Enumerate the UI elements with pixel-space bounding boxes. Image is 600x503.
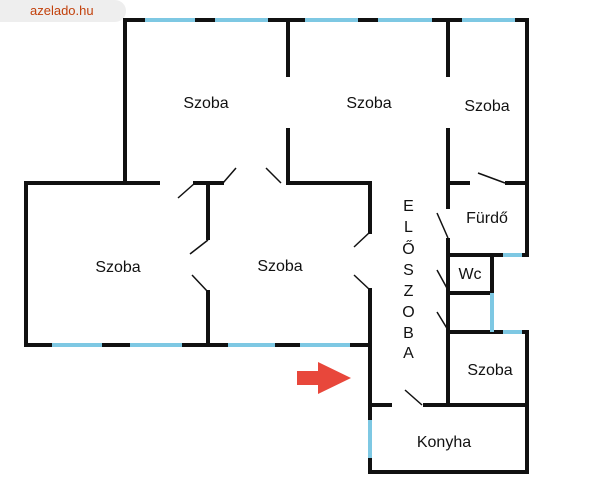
room-label-szoba-small: Szoba — [467, 362, 512, 379]
windows — [52, 18, 522, 458]
hallway-letter: O — [402, 304, 415, 321]
room-label-szoba-top-left: Szoba — [183, 95, 228, 112]
room-label-furdo: Fürdő — [466, 210, 508, 227]
hallway-letter: B — [403, 325, 415, 342]
hallway-letter: E — [403, 198, 415, 215]
hallway-letter: Z — [404, 283, 415, 300]
room-labels: Szoba Szoba Szoba Szoba Szoba Fürdő Wc S… — [95, 95, 512, 451]
arrow-right-icon — [297, 362, 351, 394]
doors — [177, 167, 506, 406]
hallway-letter: S — [403, 262, 415, 279]
hallway-label: E L Ő S Z O B A — [402, 198, 415, 362]
room-label-szoba-top-right: Szoba — [464, 98, 509, 115]
watermark-text: azelado.hu — [30, 3, 94, 18]
room-label-szoba-center: Szoba — [257, 258, 302, 275]
room-label-szoba-top-mid: Szoba — [346, 95, 391, 112]
hallway-letter: A — [403, 345, 415, 362]
room-label-wc: Wc — [458, 266, 481, 283]
room-label-szoba-left: Szoba — [95, 259, 140, 276]
hallway-letter: L — [404, 219, 414, 236]
hallway-letter: Ő — [402, 239, 415, 258]
room-label-konyha: Konyha — [417, 434, 471, 451]
watermark-badge: azelado.hu — [0, 0, 126, 22]
walls — [24, 18, 529, 474]
